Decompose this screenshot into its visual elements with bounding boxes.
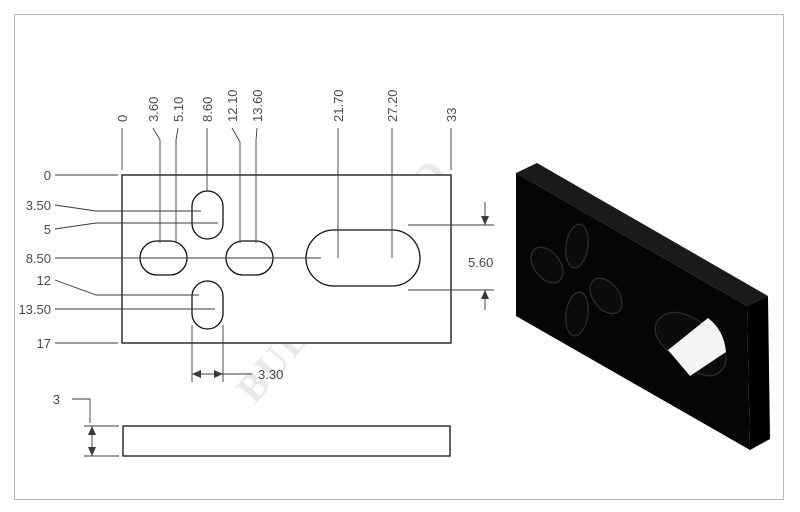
x-leaders — [121, 127, 452, 258]
slot-top-vertical — [191, 190, 224, 240]
y-dim-2: 5 — [44, 222, 51, 237]
x-dimension-labels: 0 3.60 5.10 8.60 12.10 13.60 21.70 27.20… — [115, 89, 459, 122]
x-dim-8: 33 — [444, 108, 459, 122]
render-hole-through — [668, 318, 726, 376]
drawing-frame — [14, 14, 784, 500]
y-dim-0: 0 — [44, 168, 51, 183]
slot-bottom-vertical — [191, 280, 224, 330]
y-dim-1: 3.50 — [26, 198, 51, 213]
render-hole-bottom — [565, 291, 589, 337]
x-dim-4: 12.10 — [225, 89, 240, 122]
render-hole-top — [565, 223, 589, 269]
y-dimension-labels: 0 3.50 5 8.50 12 13.50 17 — [18, 168, 51, 351]
y-dim-3: 8.50 — [26, 251, 51, 266]
y-dim-6: 17 — [37, 336, 51, 351]
render-hole-left — [530, 246, 564, 284]
x-dim-0: 0 — [115, 115, 130, 122]
y-dim-5: 13.50 — [18, 302, 51, 317]
x-dim-5: 13.60 — [250, 89, 265, 122]
render-front-face — [516, 173, 750, 450]
thickness-label: 3 — [53, 392, 60, 407]
render-side-face — [747, 296, 770, 450]
y-dim-4: 12 — [37, 273, 51, 288]
render-hole-right — [589, 277, 623, 315]
slot-length-label: 5.60 — [468, 255, 493, 270]
y-leaders — [54, 174, 321, 344]
x-dim-6: 21.70 — [331, 89, 346, 122]
slot-width-label: 3.30 — [258, 367, 283, 382]
top-view: 0 3.60 5.10 8.60 12.10 13.60 21.70 27.20… — [18, 89, 494, 382]
slot-width-dimension — [191, 325, 252, 382]
slot-large-horizontal — [305, 229, 421, 287]
x-dim-2: 5.10 — [171, 97, 186, 122]
side-view: 3 — [53, 392, 451, 457]
side-outline — [122, 425, 451, 457]
render-top-face — [516, 163, 768, 306]
x-dim-1: 3.60 — [146, 97, 161, 122]
x-dim-3: 8.60 — [200, 97, 215, 122]
isometric-render — [516, 163, 770, 450]
x-dim-7: 27.20 — [385, 89, 400, 122]
slot-length-dimension — [408, 202, 494, 310]
